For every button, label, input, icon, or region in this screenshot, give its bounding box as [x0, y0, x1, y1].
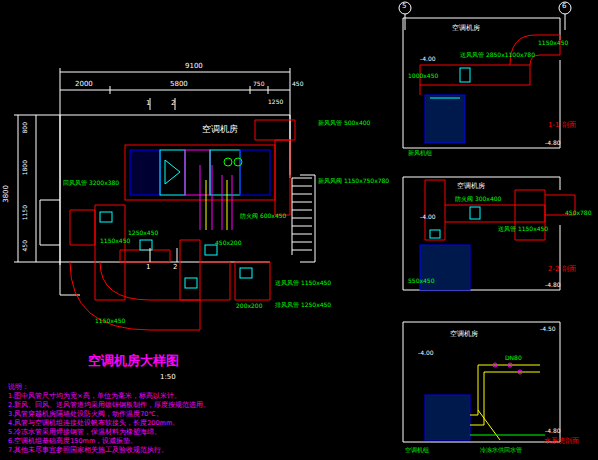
annotation: 450x200 [215, 240, 241, 246]
annotation: 6.空调机组基础高度150mm，设减振垫。 [8, 438, 137, 445]
annotation: 2.新风、回风、送风管道均采用镀锌钢板制作，厚度按规范选用。 [8, 402, 210, 409]
annotation: 450x780 [565, 210, 591, 216]
annotation: -4.80 [545, 428, 561, 434]
annotation: 排风风管 1250x450 [275, 302, 331, 308]
annotation: -4.00 [420, 56, 436, 62]
room-label: 空调机房 [455, 180, 487, 192]
annotation: 4.风管与空调机组连接处设帆布软接头，长度200mm。 [8, 420, 179, 427]
annotation: 3.风管穿越机房隔墙处设防火阀，动作温度70℃。 [8, 411, 163, 418]
annotation: 防火阀 600x450 [240, 213, 286, 219]
annotation: 200x200 [236, 303, 262, 309]
room-name: 空调机房 [457, 181, 485, 191]
room-name: 空调机房 [202, 123, 238, 136]
annotation: -4.50 [540, 326, 556, 332]
annotation: 450 [292, 81, 303, 87]
annotation: 新风风阀 1150x750x780 [318, 178, 389, 184]
annotation: 空调机组 [405, 447, 429, 453]
room-label: 空调机房 [200, 122, 240, 137]
annotation: 2-2 剖面 [548, 266, 576, 273]
annotation: 1250 [268, 99, 283, 105]
room-name: 空调机房 [450, 329, 478, 339]
annotation: 5.冷冻水管采用焊接钢管，保温材料为橡塑海绵。 [8, 429, 161, 436]
room-label: 空调机房 [450, 22, 482, 34]
annotation: 说明： [8, 384, 29, 391]
annotation: 防火阀 300x400 [455, 196, 501, 202]
annotation: 1800 [22, 160, 28, 175]
annotation: 1150 [22, 205, 28, 220]
annotation: 送风管 1150x450 [498, 226, 548, 232]
annotation: 冷冻水供回水管 [480, 447, 522, 453]
room-name: 空调机房 [452, 23, 480, 33]
annotation: 1 [146, 100, 150, 107]
annotation: -4.00 [418, 350, 434, 356]
annotation: 5 [402, 3, 406, 10]
annotation: 1250x450 [128, 230, 158, 236]
annotation: 1000x450 [408, 73, 438, 79]
annotation: 2000 [75, 81, 93, 88]
annotation: DN80 [505, 355, 522, 361]
annotation: 550x450 [408, 278, 434, 284]
annotation: 1 [146, 264, 150, 271]
annotation: 450 [22, 240, 28, 251]
annotation: -4.80 [545, 282, 561, 288]
annotation: 750 [253, 81, 264, 87]
annotation: 1150x450 [100, 238, 130, 244]
annotation: 1.图中风管尺寸均为宽×高，单位为毫米，标高以米计。 [8, 393, 181, 400]
annotation: 1150x450 [95, 318, 125, 324]
room-label: 空调机房 [448, 328, 480, 340]
annotation: 5800 [170, 81, 188, 88]
annotation: 2 [173, 264, 177, 271]
annotation: 7.其他未尽事宜参照国家相关施工及验收规范执行。 [8, 447, 168, 454]
annotation: 800 [22, 122, 28, 133]
annotation: 1150x450 [538, 40, 568, 46]
annotation: -4.00 [420, 214, 436, 220]
annotation: 新风机组 [408, 150, 432, 156]
annotation: 水系统剖面 [544, 438, 579, 445]
annotation: 送风风管 1150x450 [275, 280, 331, 286]
annotation: 新风风管 500x400 [318, 120, 370, 126]
annotation: 回风风管 3200x380 [63, 180, 119, 186]
annotation: 2 [171, 100, 175, 107]
annotation: 1:50 [160, 374, 176, 381]
annotation: 9100 [185, 63, 203, 70]
annotation: 3800 [3, 185, 10, 203]
annotation: 6 [562, 3, 566, 10]
annotation: -4.80 [545, 140, 561, 146]
drawing-title: 空调机房大样图 [88, 354, 179, 368]
annotation: 1-1 剖面 [548, 122, 576, 129]
annotation: 送风风管 2850x1100x780 [460, 52, 535, 58]
